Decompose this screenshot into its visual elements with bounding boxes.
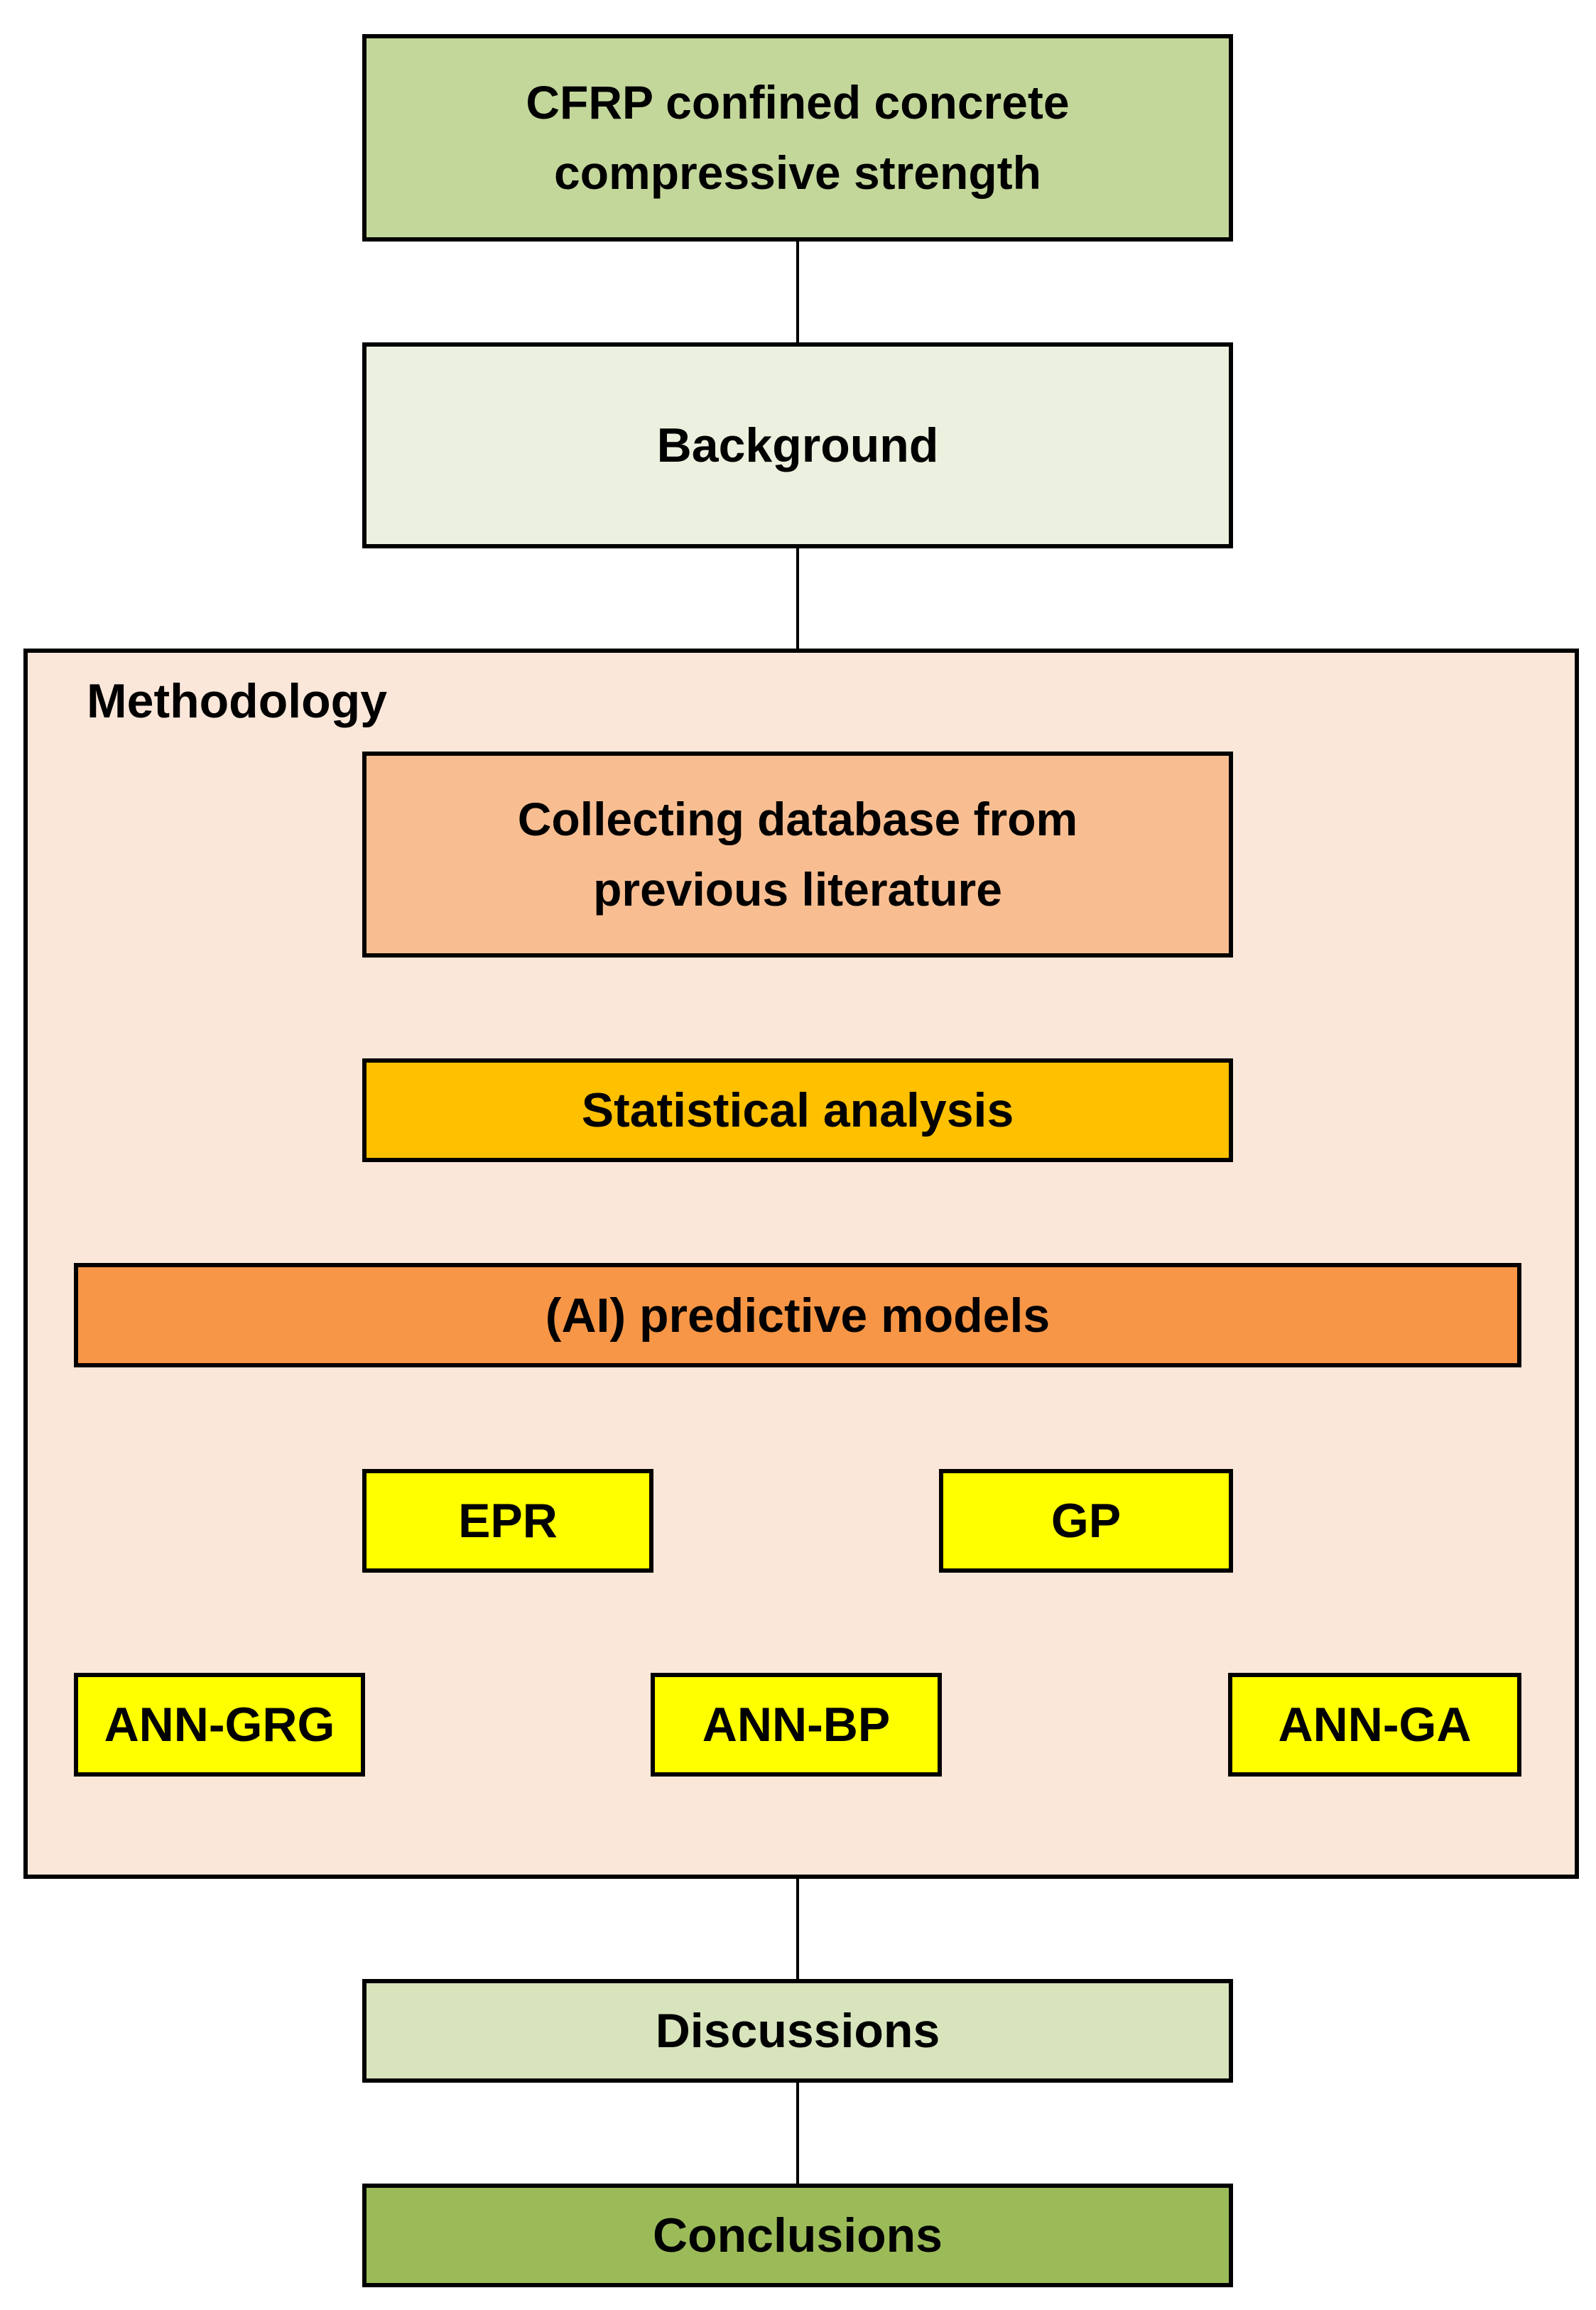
box-ai-predictive-models-label: (AI) predictive models [545,1288,1051,1343]
box-model-gp-label: GP [1051,1494,1122,1548]
box-model-epr-label: EPR [458,1494,558,1548]
box-cfrp-strength-label: CFRP confined concrete compressive stren… [526,76,1070,199]
box-model-ann-ga: ANN-GA [1228,1673,1521,1777]
box-statistical-analysis: Statistical analysis [362,1058,1233,1162]
box-conclusions: Conclusions [362,2184,1233,2287]
box-model-ann-bp: ANN-BP [651,1673,942,1777]
box-model-ann-bp-label: ANN-BP [702,1698,891,1752]
box-background-label: Background [656,418,939,472]
box-background: Background [362,342,1233,548]
box-discussions-label: Discussions [655,2004,940,2058]
box-collecting-database-label: Collecting database from previous litera… [517,793,1078,916]
box-model-epr: EPR [362,1469,653,1573]
box-model-ann-grg: ANN-GRG [74,1673,365,1777]
box-model-gp: GP [939,1469,1233,1573]
box-conclusions-label: Conclusions [652,2208,943,2262]
box-collecting-database: Collecting database from previous litera… [362,752,1233,958]
box-ai-predictive-models: (AI) predictive models [74,1263,1521,1367]
methodology-title: Methodology [87,674,388,728]
box-model-ann-grg-label: ANN-GRG [104,1698,335,1752]
box-cfrp-strength: CFRP confined concrete compressive stren… [362,34,1233,242]
box-statistical-analysis-label: Statistical analysis [581,1083,1014,1137]
box-discussions: Discussions [362,1979,1233,2083]
box-model-ann-ga-label: ANN-GA [1278,1698,1472,1752]
